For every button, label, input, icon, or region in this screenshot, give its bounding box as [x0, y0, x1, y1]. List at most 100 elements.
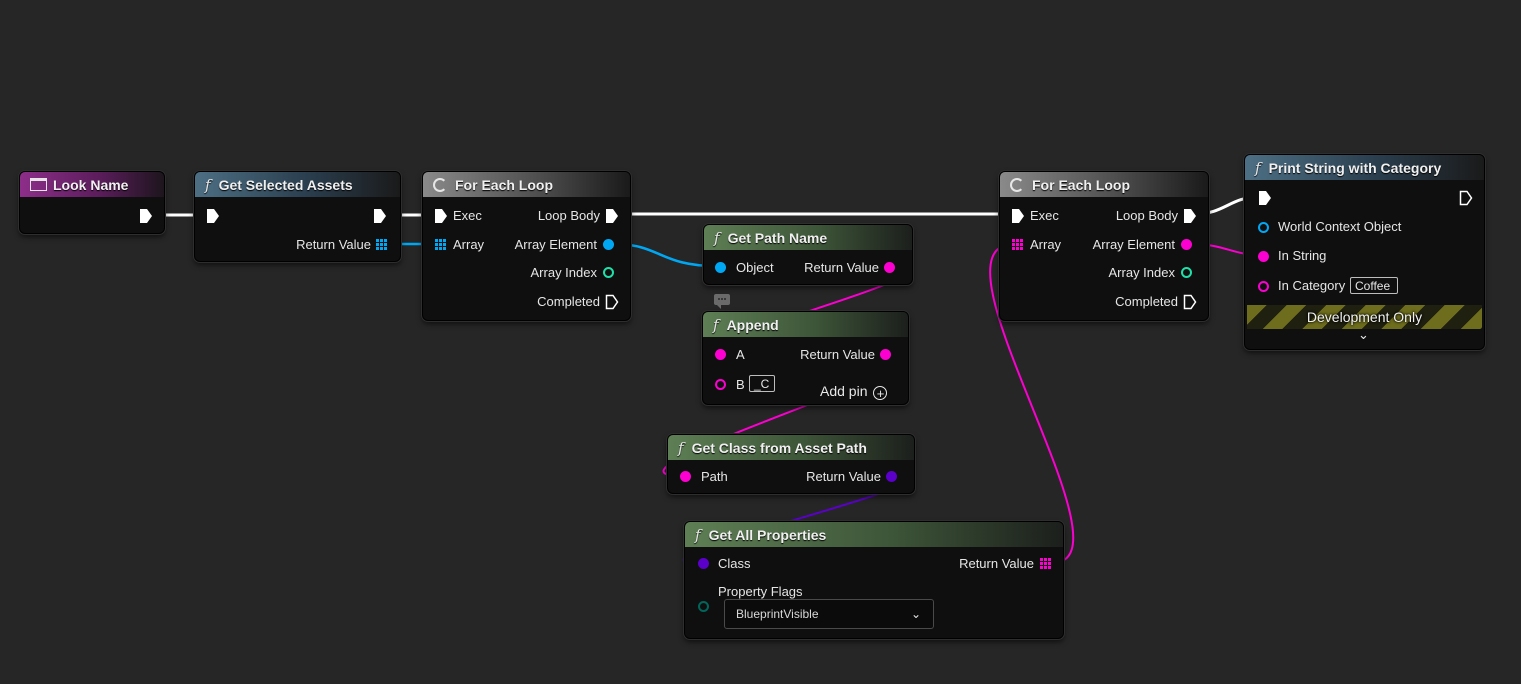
node-header: f Append [703, 312, 908, 337]
path-in-pin[interactable] [680, 471, 691, 482]
node-title: Print String with Category [1268, 159, 1442, 176]
string-a-in-pin[interactable] [715, 349, 726, 360]
in-category-pin[interactable] [1258, 281, 1269, 292]
node-title: Get Class from Asset Path [691, 439, 867, 456]
add-icon: + [873, 386, 888, 400]
property-flags-dropdown[interactable]: BlueprintVisible ⌄ [724, 599, 934, 629]
a-label: A [736, 347, 745, 362]
in-string-pin[interactable] [1258, 251, 1269, 262]
loop-icon [433, 177, 447, 192]
array-index-label: Array Index [1108, 265, 1175, 280]
function-icon: f [714, 228, 720, 247]
in-string-label: In String [1278, 248, 1327, 263]
node-title: For Each Loop [1032, 176, 1130, 193]
function-icon: f [678, 438, 684, 457]
node-header: f Get Selected Assets [195, 172, 400, 197]
property-flags-value: BlueprintVisible [736, 607, 819, 621]
expand-chevron-icon[interactable]: ⌄ [1358, 327, 1369, 342]
node-header: f Print String with Category [1245, 155, 1484, 180]
b-value-input[interactable]: _C [749, 375, 775, 392]
add-pin-button[interactable]: Add pin + [820, 383, 888, 400]
array-index-out-pin[interactable] [1181, 267, 1192, 278]
node-title: Look Name [53, 176, 129, 193]
b-label: B [736, 377, 745, 392]
loop-icon [1010, 177, 1024, 192]
return-value-label: Return Value [959, 556, 1034, 571]
node-append[interactable]: f Append A Return Value B _C Add pin + [702, 311, 909, 405]
node-for-each-loop-2[interactable]: For Each Loop Exec Loop Body Array Array… [999, 171, 1209, 321]
exec-out-pin[interactable] [1459, 190, 1473, 206]
exec-in-pin[interactable] [1011, 208, 1025, 224]
object-label: Object [736, 260, 774, 275]
string-b-in-pin[interactable] [715, 379, 726, 390]
completed-out-pin[interactable] [605, 294, 619, 310]
chevron-down-icon: ⌄ [910, 607, 921, 621]
node-header: f Get Class from Asset Path [668, 435, 914, 460]
class-out-pin[interactable] [886, 471, 897, 482]
node-get-all-properties[interactable]: f Get All Properties Class Return Value … [684, 521, 1064, 639]
event-icon [30, 178, 47, 191]
function-icon: f [713, 315, 719, 334]
loop-body-out-pin[interactable] [1183, 208, 1197, 224]
property-flags-in-pin[interactable] [698, 601, 709, 612]
node-header: f Get All Properties [685, 522, 1063, 547]
array-element-label: Array Element [1092, 237, 1175, 252]
completed-label: Completed [1115, 294, 1178, 309]
exec-out-pin[interactable] [139, 208, 153, 224]
array-label: Array [1030, 237, 1062, 252]
array-out-pin[interactable] [376, 239, 387, 250]
function-icon: f [205, 175, 211, 194]
comment-bubble-icon[interactable] [714, 294, 730, 309]
return-value-label: Return Value [804, 260, 879, 275]
node-get-selected-assets[interactable]: f Get Selected Assets Return Value [194, 171, 401, 262]
world-context-label: World Context Object [1278, 219, 1402, 234]
function-icon: f [1255, 158, 1261, 177]
array-index-out-pin[interactable] [603, 267, 614, 278]
completed-out-pin[interactable] [1183, 294, 1197, 310]
exec-label: Exec [453, 208, 482, 223]
node-look-name[interactable]: Look Name [19, 171, 165, 234]
exec-label: Exec [1030, 208, 1059, 223]
node-get-class-from-asset-path[interactable]: f Get Class from Asset Path Path Return … [667, 434, 915, 494]
loop-body-label: Loop Body [1115, 208, 1178, 223]
array-element-out-pin[interactable] [1181, 239, 1192, 250]
array-element-label: Array Element [514, 237, 597, 252]
node-title: Get Selected Assets [218, 176, 353, 193]
array-in-pin[interactable] [435, 239, 446, 250]
return-value-label: Return Value [296, 237, 371, 252]
node-header: Look Name [20, 172, 164, 197]
object-in-pin[interactable] [715, 262, 726, 273]
node-header: For Each Loop [1000, 172, 1208, 197]
string-out-pin[interactable] [884, 262, 895, 273]
array-out-pin[interactable] [1040, 558, 1051, 569]
node-header: For Each Loop [423, 172, 630, 197]
node-title: For Each Loop [455, 176, 553, 193]
node-for-each-loop-1[interactable]: For Each Loop Exec Loop Body Array Array… [422, 171, 631, 321]
node-get-path-name[interactable]: f Get Path Name Object Return Value [703, 224, 913, 285]
node-print-string-with-category[interactable]: f Print String with Category World Conte… [1244, 154, 1485, 350]
class-label: Class [718, 556, 751, 571]
node-title: Get Path Name [727, 229, 828, 246]
return-value-label: Return Value [806, 469, 881, 484]
array-element-out-pin[interactable] [603, 239, 614, 250]
path-label: Path [701, 469, 728, 484]
return-value-label: Return Value [800, 347, 875, 362]
loop-body-out-pin[interactable] [605, 208, 619, 224]
in-category-label: In Category [1278, 278, 1346, 293]
world-context-in-pin[interactable] [1258, 222, 1269, 233]
node-header: f Get Path Name [704, 225, 912, 250]
in-category-input[interactable]: Coffee [1350, 277, 1398, 294]
string-out-pin[interactable] [880, 349, 891, 360]
exec-in-pin[interactable] [206, 208, 220, 224]
exec-in-pin[interactable] [1258, 190, 1272, 206]
development-only-banner: Development Only [1247, 305, 1482, 329]
class-in-pin[interactable] [698, 558, 709, 569]
exec-out-pin[interactable] [373, 208, 387, 224]
exec-in-pin[interactable] [434, 208, 448, 224]
node-title: Append [726, 316, 779, 333]
array-in-pin[interactable] [1012, 239, 1023, 250]
completed-label: Completed [537, 294, 600, 309]
function-icon: f [695, 525, 701, 544]
array-index-label: Array Index [530, 265, 597, 280]
add-pin-label: Add pin [820, 383, 868, 399]
